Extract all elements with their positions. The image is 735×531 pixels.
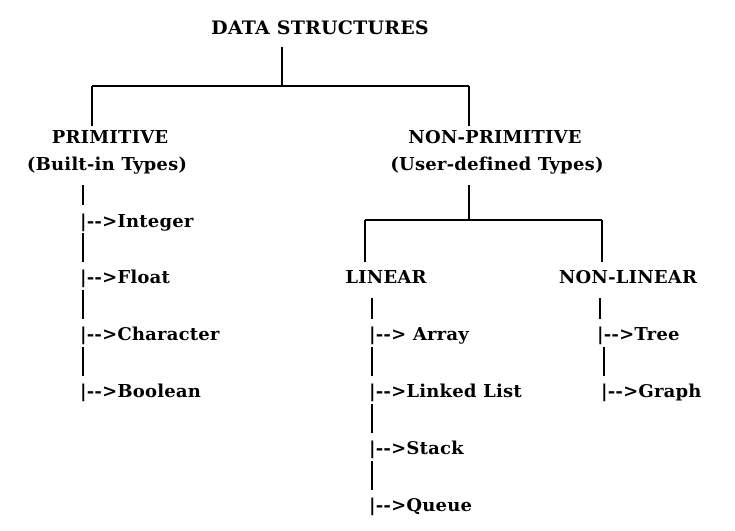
primitive-item-boolean: |-->Boolean [80,381,202,402]
linear-item-queue: |-->Queue [369,495,473,516]
non-linear-item-graph: |-->Graph [601,381,702,402]
non-primitive-sublabel: (User-defined Types) [390,154,604,175]
linear-item-stack: |-->Stack [369,438,464,459]
root-label: DATA STRUCTURES [211,17,429,39]
primitive-item-float: |-->Float [80,267,170,288]
linear-item-array: |--> Array [369,324,469,345]
primitive-label: PRIMITIVE [51,127,169,148]
primitive-item-character: |-->Character [80,324,220,345]
linear-label: LINEAR [345,267,427,288]
non-primitive-label: NON-PRIMITIVE [408,127,582,148]
primitive-item-integer: |-->Integer [80,211,194,232]
non-linear-item-tree: |-->Tree [597,324,680,345]
linear-item-linked-list: |-->Linked List [369,381,522,402]
primitive-sublabel: (Built-in Types) [26,154,188,175]
non-linear-label: NON-LINEAR [558,267,698,288]
